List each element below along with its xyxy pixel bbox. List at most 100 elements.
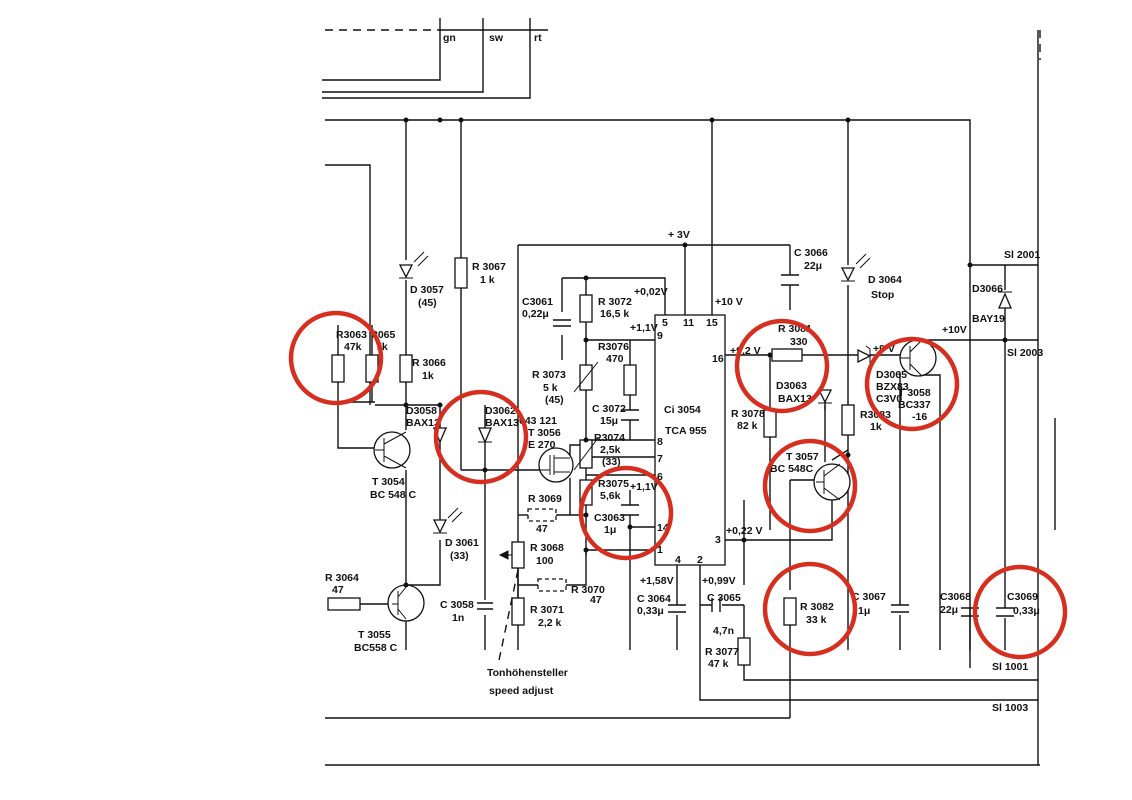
c3066-value: 22μ bbox=[804, 260, 822, 272]
d3057-value: (45) bbox=[418, 297, 437, 309]
d3062-name: D3062 bbox=[485, 405, 516, 417]
highlight-circle-1 bbox=[288, 310, 384, 406]
highlight-circles bbox=[288, 310, 1068, 660]
c3067-value: 1μ bbox=[858, 605, 870, 617]
connector-sl2001: Sl 2001 bbox=[1004, 249, 1040, 261]
r3075-name: R3075 bbox=[598, 478, 629, 490]
d3065-name: D3065 bbox=[876, 369, 907, 381]
ic-pin-6: 6 bbox=[657, 471, 663, 483]
t3055-value: BC558 C bbox=[354, 642, 398, 654]
c3068-name: C3068 bbox=[940, 591, 971, 603]
supply-11v-b: +1,1V bbox=[630, 481, 658, 493]
c3064-value: 0,33μ bbox=[637, 605, 664, 617]
resistor-r3069 bbox=[527, 508, 557, 522]
t3056-value: E 270 bbox=[528, 439, 556, 451]
c3072-value: 15μ bbox=[600, 415, 618, 427]
ic-pin-14: 14 bbox=[657, 522, 669, 534]
supply-158v: +1,58V bbox=[640, 575, 674, 587]
wire-label-gn: gn bbox=[443, 32, 456, 44]
diode-d3066 bbox=[998, 292, 1012, 309]
ic-pin-8: 8 bbox=[657, 436, 663, 448]
r3078-value: 82 k bbox=[737, 420, 758, 432]
resistor-r3067 bbox=[454, 257, 468, 289]
connector-sl1003: Sl 1003 bbox=[992, 702, 1028, 714]
r3063-value: 47k bbox=[344, 341, 362, 353]
t3054-value: BC 548 C bbox=[370, 489, 417, 501]
d3065-value: BZX83 bbox=[876, 381, 909, 393]
t3054-name: T 3054 bbox=[372, 476, 405, 488]
r3064-name: R 3064 bbox=[325, 572, 359, 584]
diode-d3063 bbox=[817, 389, 833, 404]
resistor-r3063 bbox=[331, 354, 345, 383]
resistor-r3083 bbox=[841, 404, 855, 436]
c3067-name: C 3067 bbox=[852, 591, 886, 603]
r3064-value: 47 bbox=[332, 584, 344, 596]
supply-3v: + 3V bbox=[668, 229, 690, 241]
d3065-extra: C3V0 bbox=[876, 393, 902, 405]
c3063-name: C3063 bbox=[594, 512, 625, 524]
r3073-extra: (45) bbox=[545, 394, 564, 406]
left-section-wires bbox=[337, 120, 540, 650]
highlight-circle-3 bbox=[578, 465, 674, 561]
ic-pin-3: 3 bbox=[715, 534, 721, 546]
ic-pin-16: 16 bbox=[712, 353, 724, 365]
supply-022v: +0,22 V bbox=[726, 525, 763, 537]
r3082-value: 33 k bbox=[806, 614, 827, 626]
resistor-r3064 bbox=[327, 597, 361, 611]
t3057-name: T 3057 bbox=[786, 451, 819, 463]
resistor-r3077 bbox=[737, 637, 751, 666]
c3065-value: 4,7n bbox=[713, 625, 734, 637]
r3068-name: R 3068 bbox=[530, 542, 564, 554]
d3064-value: Stop bbox=[871, 289, 894, 301]
r3067-name: R 3067 bbox=[472, 261, 506, 273]
r3069-value: 47 bbox=[536, 523, 548, 535]
annotation-speed-adjust: speed adjust bbox=[489, 685, 554, 697]
r3076-name: R3076 bbox=[598, 341, 629, 353]
r3077-name: R 3077 bbox=[705, 646, 739, 658]
resistor-r3081 bbox=[771, 348, 803, 362]
r3077-value: 47 k bbox=[708, 658, 729, 670]
wire-label-sw: sw bbox=[489, 32, 504, 44]
highlight-circle-8 bbox=[972, 564, 1068, 660]
t3056-code: 043 121 bbox=[519, 415, 557, 427]
highlight-circle-5 bbox=[864, 336, 960, 432]
transistor-t3054 bbox=[373, 431, 411, 469]
t3058-extra: -16 bbox=[912, 411, 927, 423]
supply-10v: +10 V bbox=[715, 296, 743, 308]
t3058-name: T 3058 bbox=[898, 387, 931, 399]
resistor-r3076 bbox=[623, 364, 637, 396]
d3061-name: D 3061 bbox=[445, 537, 479, 549]
ic-pin-2: 2 bbox=[697, 554, 703, 566]
transistor-t3056 bbox=[538, 447, 574, 483]
c3065-name: C 3065 bbox=[707, 592, 741, 604]
resistor-r3070 bbox=[537, 578, 567, 592]
t3055-name: T 3055 bbox=[358, 629, 391, 641]
ic-type: TCA 955 bbox=[665, 425, 707, 437]
c3064-name: C 3064 bbox=[637, 593, 671, 605]
connector-sl2003: Sl 2003 bbox=[1007, 347, 1043, 359]
r3078-name: R 3078 bbox=[731, 408, 765, 420]
supply-099v: +0,99V bbox=[702, 575, 736, 587]
c3072-name: C 3072 bbox=[592, 403, 626, 415]
t3056-name: T 3056 bbox=[528, 427, 561, 439]
r3066-name: R 3066 bbox=[412, 357, 446, 369]
ic-pin-7: 7 bbox=[657, 453, 663, 465]
r3072-value: 16,5 k bbox=[600, 308, 629, 320]
ic-pin-1: 1 bbox=[657, 544, 663, 556]
ic-tca955 bbox=[654, 314, 726, 566]
resistor-r3066 bbox=[399, 354, 413, 383]
c3066-name: C 3066 bbox=[794, 247, 828, 259]
potentiometer-r3068 bbox=[511, 541, 525, 569]
r3070-value: 47 bbox=[590, 594, 602, 606]
r3073-value: 5 k bbox=[543, 382, 558, 394]
transistor-t3057 bbox=[813, 463, 851, 501]
r3068-value: 100 bbox=[536, 555, 554, 567]
r3069-name: R 3069 bbox=[528, 493, 562, 505]
d3063-value: BAX13 bbox=[778, 393, 812, 405]
wire-label-rt: rt bbox=[534, 32, 542, 44]
d3063-name: D3063 bbox=[776, 380, 807, 392]
led-d3064 bbox=[840, 267, 856, 282]
frame-wires bbox=[322, 18, 1056, 766]
led-d3057 bbox=[398, 264, 414, 279]
